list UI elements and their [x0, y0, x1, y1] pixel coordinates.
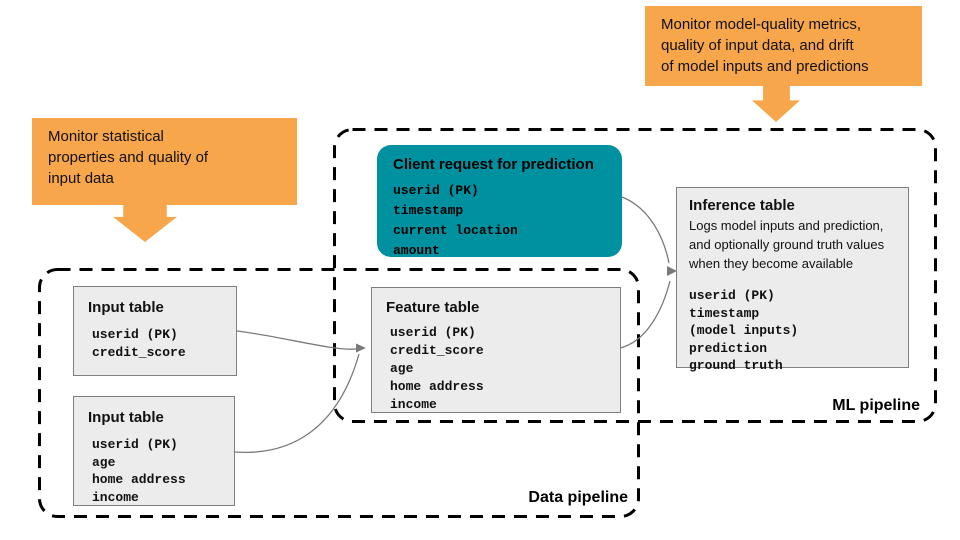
inference-table-box: Inference table Logs model inputs and pr… — [676, 187, 909, 373]
input-table-bottom-title: Input table — [88, 409, 164, 426]
arrowhead-into-feature-icon — [356, 343, 366, 353]
connector-client-to-inference — [621, 196, 670, 264]
connector-input-top-to-feature — [236, 330, 358, 350]
callout-monitor-model-quality: Monitor model-quality metrics,quality of… — [645, 6, 922, 86]
ml-pipeline-label: ML pipeline — [832, 397, 920, 414]
data-pipeline-label: Data pipeline — [528, 489, 628, 506]
callout-right-text: Monitor model-quality metrics,quality of… — [661, 16, 869, 75]
feature-table-title: Feature table — [386, 299, 480, 316]
data-pipeline-boundary — [38, 268, 640, 518]
arrowhead-into-inference-icon — [667, 266, 677, 276]
input-table-top-box: Input table userid (PK)credit_score — [73, 286, 237, 376]
connector-feature-to-inference — [619, 280, 671, 349]
client-request-title: Client request for prediction — [393, 156, 594, 173]
client-request-box: Client request for prediction userid (PK… — [377, 145, 622, 258]
connector-input-bottom-to-feature — [234, 353, 360, 454]
inference-table-fields: userid (PK)timestamp(model inputs)predic… — [689, 288, 799, 373]
inference-table-description: Logs model inputs and prediction,and opt… — [689, 218, 885, 271]
inference-table-title: Inference table — [689, 197, 795, 214]
input-table-top-fields: userid (PK)credit_score — [92, 327, 186, 360]
input-table-top-title: Input table — [88, 299, 164, 316]
